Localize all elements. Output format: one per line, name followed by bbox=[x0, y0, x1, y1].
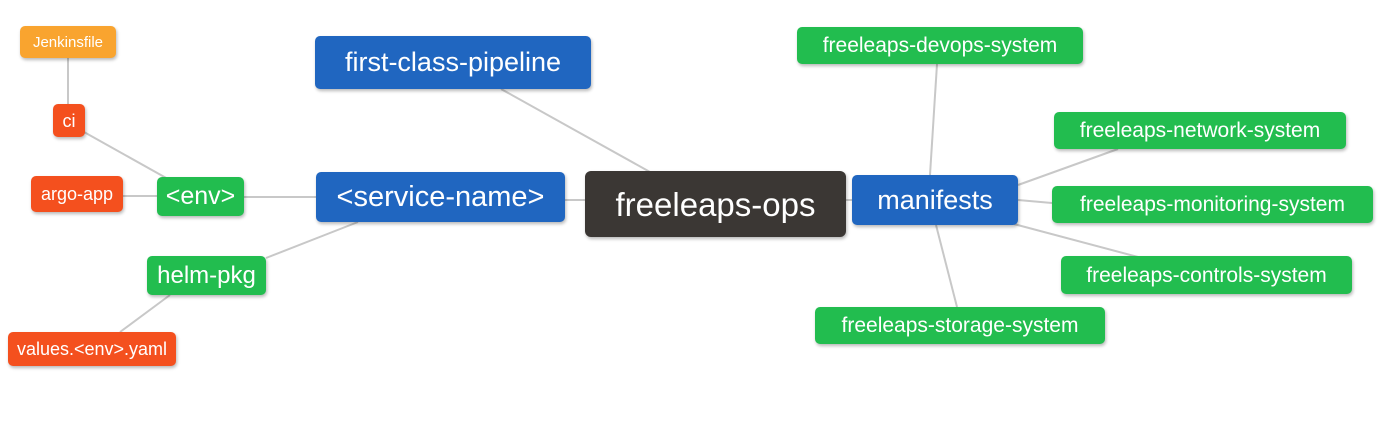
node-freeleaps-monitoring-system[interactable]: freeleaps-monitoring-system bbox=[1052, 186, 1373, 223]
node-freeleaps-devops-system[interactable]: freeleaps-devops-system bbox=[797, 27, 1083, 64]
edge-ci-env bbox=[83, 131, 169, 180]
node-freeleaps-controls-system[interactable]: freeleaps-controls-system bbox=[1061, 256, 1352, 294]
node-first-class-pipeline[interactable]: first-class-pipeline bbox=[315, 36, 591, 89]
edge-manifests-controls-system bbox=[1013, 223, 1139, 258]
edge-manifests-network-system bbox=[1017, 148, 1119, 186]
node-helm-pkg[interactable]: helm-pkg bbox=[147, 256, 266, 295]
node-argo-app[interactable]: argo-app bbox=[31, 176, 123, 212]
node-freeleaps-network-system[interactable]: freeleaps-network-system bbox=[1054, 112, 1346, 149]
edge-manifests-monitoring-system bbox=[1017, 199, 1053, 204]
edge-manifests-storage-system bbox=[935, 224, 958, 308]
edge-helm-pkg-values-yaml bbox=[119, 294, 171, 333]
node-ci[interactable]: ci bbox=[53, 104, 85, 137]
node-freeleaps-storage-system[interactable]: freeleaps-storage-system bbox=[815, 307, 1105, 344]
node-freeleaps-ops-root[interactable]: freeleaps-ops bbox=[585, 171, 846, 237]
node-env[interactable]: <env> bbox=[157, 177, 244, 216]
node-values-env-yaml[interactable]: values.<env>.yaml bbox=[8, 332, 176, 366]
node-manifests[interactable]: manifests bbox=[852, 175, 1018, 225]
edge-service-name-helm-pkg bbox=[265, 221, 359, 259]
node-service-name[interactable]: <service-name> bbox=[316, 172, 565, 222]
node-jenkinsfile[interactable]: Jenkinsfile bbox=[20, 26, 116, 58]
edge-manifests-devops-system bbox=[929, 63, 938, 176]
edge-first-class-pipeline-freeleaps-ops bbox=[500, 88, 651, 173]
